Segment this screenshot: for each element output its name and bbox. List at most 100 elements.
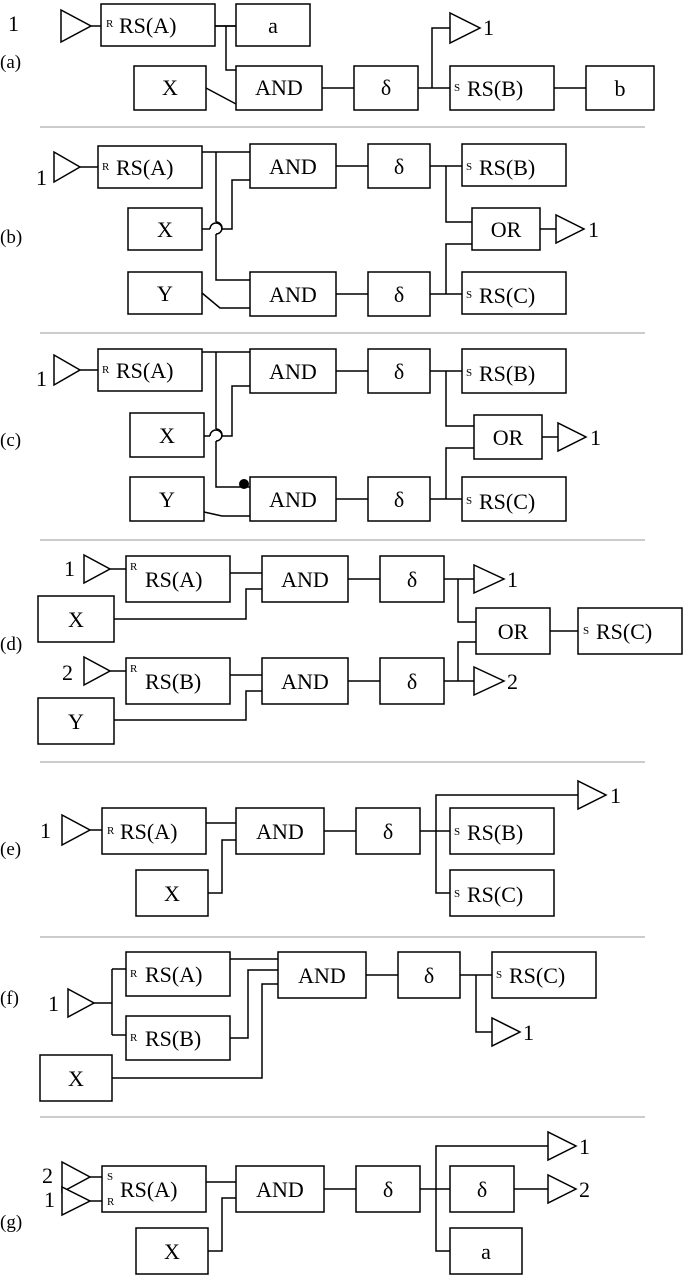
rs-flipflop-a-label: RS(A) [120, 1177, 177, 1202]
rs-pin-label: S [454, 826, 460, 838]
or-gate-label: OR [498, 619, 529, 644]
rs-pin-label: S [466, 161, 472, 173]
rs-flipflop-a-label: RS(A) [116, 358, 173, 383]
delay-block [353, 65, 419, 111]
input-x-label: X [164, 881, 180, 906]
rs-flipflop-a [125, 555, 231, 603]
delay-block-1 [367, 143, 431, 189]
delay-block [355, 807, 421, 855]
delay-label: δ [394, 359, 404, 384]
input-triangle-icon [61, 1160, 92, 1194]
delay-block-2 [379, 657, 445, 705]
input-x [127, 207, 203, 251]
and-gate-label: AND [281, 567, 329, 592]
rs-flipflop-c-label: RS(C) [479, 489, 535, 514]
input-label: 1 [48, 991, 59, 1016]
input-label: 1 [40, 818, 51, 843]
rs-flipflop-a-label: RS(A) [119, 13, 176, 38]
and-gate-label: AND [269, 154, 317, 179]
panel-c: (c) 1 R RS(A) X Y AND AND δ δ [0, 348, 601, 522]
input-label: 2 [62, 660, 73, 685]
rs-pin-label: R [107, 825, 115, 837]
rs-flipflop-b-label: RS(B) [145, 669, 201, 694]
rs-flipflop-b-label: RS(B) [145, 1026, 201, 1051]
delay-label: δ [394, 154, 404, 179]
and-gate-1 [261, 555, 349, 603]
delay-label: δ [424, 963, 434, 988]
input-x-label: X [157, 217, 173, 242]
and-gate [235, 65, 323, 111]
rs-flipflop-c-label: RS(C) [479, 283, 535, 308]
panel-label: (d) [0, 634, 22, 655]
output-a-label: a [481, 1239, 491, 1264]
output-label: 1 [483, 15, 494, 40]
output-label: 1 [523, 1020, 534, 1045]
rs-flipflop-c [449, 869, 555, 917]
and-gate-label: AND [256, 819, 304, 844]
rs-flipflop-c-label: RS(C) [509, 963, 565, 988]
and-gate-1 [249, 348, 337, 394]
panel-g: (g) 2 1 S R RS(A) X AND δ 1 δ 2 a [0, 1130, 590, 1275]
output-label: 1 [579, 1134, 590, 1159]
rs-flipflop-a-label: RS(A) [145, 962, 202, 987]
and-gate-label: AND [256, 1177, 304, 1202]
rs-flipflop-b-label: RS(B) [467, 820, 523, 845]
and-gate [235, 807, 325, 855]
rs-flipflop-b [449, 807, 555, 855]
input-x-label: X [159, 423, 175, 448]
input-triangle-icon [83, 553, 112, 585]
and-gate-label: AND [269, 487, 317, 512]
rs-pin-label: R [102, 364, 110, 376]
output-triangle-icon [547, 1130, 578, 1162]
input-triangle-icon [60, 8, 93, 44]
panel-label: (g) [0, 1212, 22, 1233]
and-gate-label: AND [269, 282, 317, 307]
rs-pin-label: R [130, 663, 138, 675]
or-gate [473, 414, 543, 460]
output-triangle-icon [577, 779, 608, 811]
input-x [39, 1054, 113, 1102]
output-triangle-icon [473, 665, 506, 697]
input-label: 1 [44, 1187, 55, 1212]
or-gate-label: OR [493, 425, 524, 450]
output-label: 1 [610, 783, 621, 808]
panel-label: (c) [0, 430, 21, 451]
input-y [129, 476, 205, 522]
panel-label: (b) [0, 227, 22, 248]
panel-label: (a) [0, 52, 21, 73]
output-triangle-icon [491, 1016, 522, 1048]
output-a-label: a [268, 13, 278, 38]
panel-f: (f) 1 R RS(A) R RS(B) X AND δ 1 S RS(C) [0, 951, 597, 1102]
rs-flipflop-a-label: RS(A) [145, 567, 202, 592]
panel-e: (e) 1 R RS(A) X AND δ 1 S RS(B) S RS(C) [0, 779, 621, 917]
input-x-label: X [68, 1066, 84, 1091]
rs-pin-label: S [466, 289, 472, 301]
output-triangle-icon [555, 213, 586, 245]
rs-pin-label: R [130, 561, 138, 573]
output-triangle-icon [547, 1173, 578, 1205]
rs-flipflop-b-label: RS(B) [479, 155, 535, 180]
rs-flipflop-c [577, 607, 683, 655]
rs-pin-label: R [102, 161, 110, 173]
input-triangle-icon [83, 655, 112, 687]
output-label: 2 [579, 1177, 590, 1202]
input-y-label: Y [68, 709, 84, 734]
input-x [135, 869, 209, 917]
rs-flipflop-b [125, 1015, 231, 1061]
rs-flipflop-c [491, 951, 597, 999]
or-gate-label: OR [491, 217, 522, 242]
rs-flipflop-c [461, 271, 567, 315]
input-label: 1 [36, 366, 47, 391]
rs-flipflop-a [97, 145, 203, 189]
input-y-label: Y [157, 281, 173, 306]
and-gate-label: AND [255, 75, 303, 100]
or-gate [471, 207, 541, 251]
rs-pin-label: R [130, 968, 138, 980]
rs-pin-label: R [130, 1032, 138, 1044]
rs-flipflop-a [100, 3, 216, 47]
rs-flipflop-a [101, 807, 207, 855]
input-label: 2 [42, 1163, 53, 1188]
panel-label: (e) [0, 839, 21, 860]
delay-label: δ [407, 567, 417, 592]
input-triangle-icon [53, 353, 82, 387]
